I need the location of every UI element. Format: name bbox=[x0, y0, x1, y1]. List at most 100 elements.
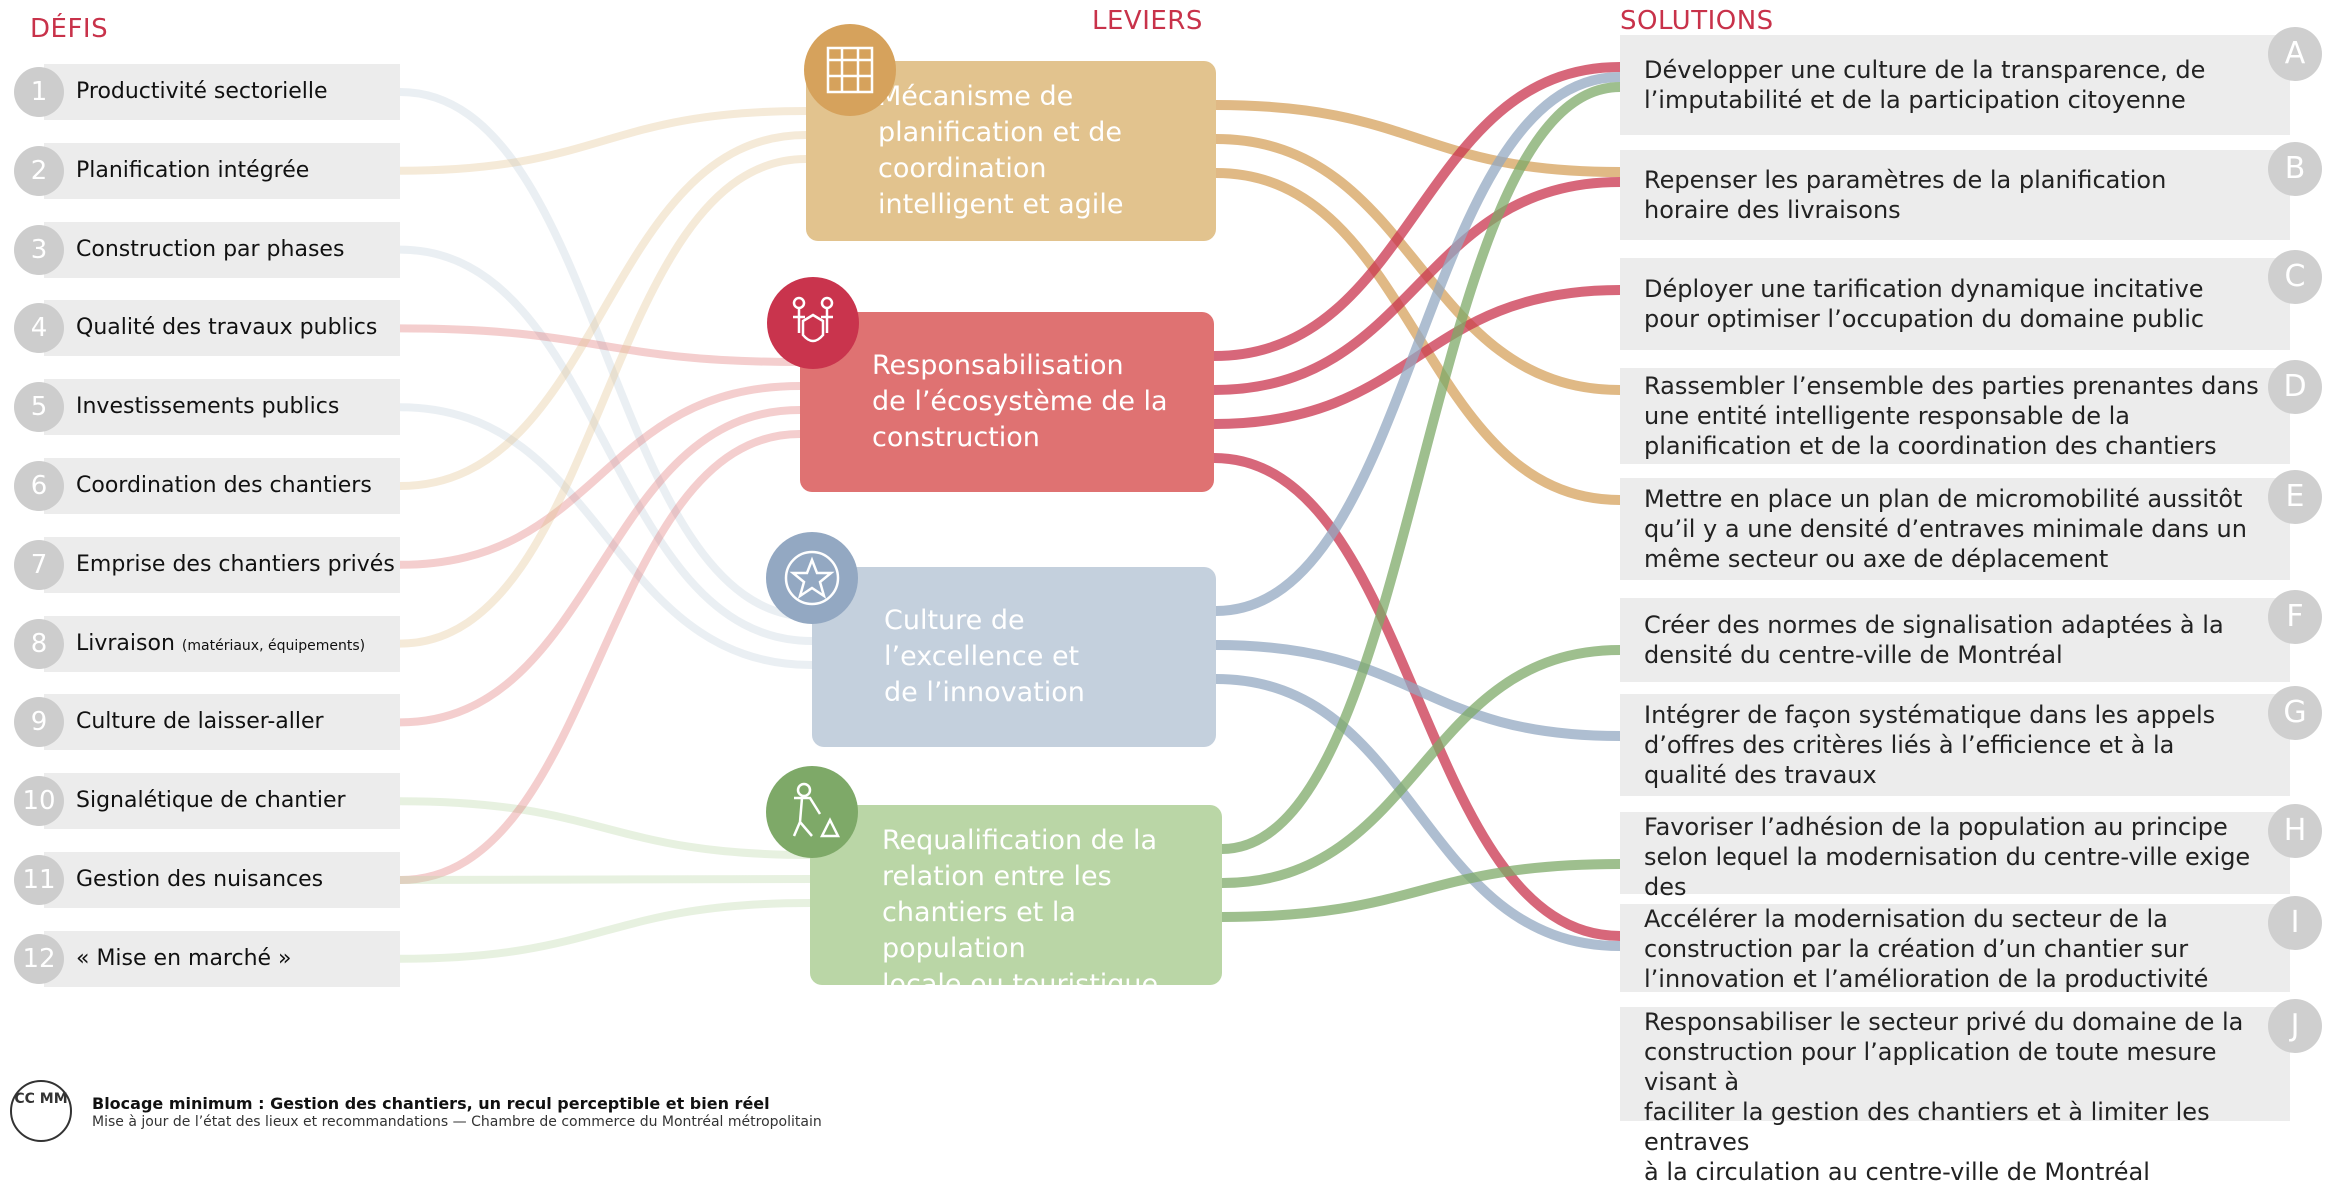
solution-line: selon lequel la modernisation du centre-… bbox=[1644, 843, 2251, 901]
levier-solution-link bbox=[1221, 82, 1621, 854]
levier-solution-link bbox=[1213, 453, 1621, 941]
defi-levier-link bbox=[399, 403, 813, 669]
defi-label: Planification intégrée bbox=[76, 157, 310, 183]
levier-line: de l’écosystème de la bbox=[872, 386, 1168, 417]
defi-levier-link bbox=[399, 324, 801, 366]
solution-text: Déployer une tarification dynamique inci… bbox=[1644, 274, 2270, 334]
defi-levier-link bbox=[399, 406, 801, 727]
defi-levier-link bbox=[399, 88, 813, 621]
levier-line: de l’innovation bbox=[884, 677, 1085, 708]
solution-text: Repenser les paramètres de la planificat… bbox=[1644, 165, 2270, 225]
solution-line: même secteur ou axe de déplacement bbox=[1644, 545, 2109, 573]
levier-line: Mécanisme de bbox=[878, 81, 1074, 112]
levier-solution-link bbox=[1215, 134, 1621, 395]
solution-box: Repenser les paramètres de la planificat… bbox=[1620, 142, 2322, 240]
solution-line: à la circulation au centre-ville de Mont… bbox=[1644, 1158, 2150, 1186]
solution-line: construction par la création d’un chanti… bbox=[1644, 935, 2189, 963]
solution-letter-badge: E bbox=[2268, 470, 2322, 524]
levier-solution-link bbox=[1213, 62, 1621, 361]
solution-line: l’imputabilité et de la participation ci… bbox=[1644, 86, 2186, 114]
defi-label: « Mise en marché » bbox=[76, 945, 292, 971]
defi-levier-link bbox=[399, 430, 801, 884]
levier-solution-link bbox=[1221, 859, 1621, 922]
levier-solution-link bbox=[1215, 72, 1621, 616]
levier-line: Responsabilisation bbox=[872, 350, 1124, 381]
defi-number: 6 bbox=[14, 461, 64, 511]
leviers-title: LEVIERS bbox=[1092, 6, 1203, 36]
solution-line: Repenser les paramètres de la planificat… bbox=[1644, 166, 2167, 194]
levier-line: planification et de bbox=[878, 117, 1123, 148]
defi-number: 12 bbox=[14, 933, 64, 984]
star-badge-icon bbox=[766, 532, 858, 624]
solution-text: Créer des normes de signalisation adapté… bbox=[1644, 610, 2270, 670]
defi-number: 2 bbox=[14, 145, 64, 196]
levier-solution-link bbox=[1215, 674, 1621, 951]
solution-box: Responsabiliser le secteur privé du doma… bbox=[1620, 999, 2322, 1186]
solution-letter-badge: F bbox=[2268, 590, 2322, 644]
defi-number: 9 bbox=[14, 697, 64, 748]
solutions-title: SOLUTIONS bbox=[1620, 6, 1774, 36]
defi-label: Qualité des travaux publics bbox=[76, 315, 378, 341]
defi-levier-link bbox=[399, 382, 801, 569]
solution-letter-badge: B bbox=[2268, 142, 2322, 196]
defi-levier-link bbox=[399, 899, 811, 963]
defi-note: (matériaux, équipements) bbox=[181, 637, 366, 654]
solution-line: Favoriser l’adhésion de la population au… bbox=[1644, 813, 2228, 841]
defis-title: DÉFIS bbox=[30, 14, 109, 44]
solution-box: Intégrer de façon systématique dans les … bbox=[1620, 686, 2322, 796]
levier-line: relation entre les bbox=[882, 861, 1112, 892]
solution-box: Rassembler l’ensemble des parties prenan… bbox=[1620, 360, 2322, 464]
people-shield-icon bbox=[767, 277, 859, 369]
levier-line: intelligent et agile bbox=[878, 189, 1124, 220]
solution-letter-badge: C bbox=[2268, 250, 2322, 304]
solution-line: qualité des travaux bbox=[1644, 761, 1877, 789]
defi-item: 6 Coordination des chantiers bbox=[14, 458, 400, 514]
defi-number: 3 bbox=[14, 224, 64, 275]
levier-line: locale ou touristique bbox=[882, 969, 1159, 1000]
defi-label: Culture de laisser-aller bbox=[76, 709, 324, 735]
defi-item: 9 Culture de laisser-aller bbox=[14, 694, 400, 751]
solution-line: pour optimiser l’occupation du domaine p… bbox=[1644, 305, 2205, 333]
defi-label: Construction par phases bbox=[76, 236, 345, 262]
defi-levier-link bbox=[399, 875, 811, 884]
solution-letter-badge: H bbox=[2268, 804, 2322, 858]
defi-levier-link bbox=[399, 131, 807, 490]
solution-box: Mettre en place un plan de micromobilité… bbox=[1620, 470, 2322, 580]
levier-solution-link bbox=[1221, 645, 1621, 888]
footer-title: Blocage minimum : Gestion des chantiers,… bbox=[92, 1094, 770, 1113]
solution-box: Déployer une tarification dynamique inci… bbox=[1620, 250, 2322, 350]
solution-text: Intégrer de façon systématique dans les … bbox=[1644, 700, 2270, 790]
defi-number: 10 bbox=[14, 776, 64, 827]
solution-line: d’offres des critères liés à l’efficienc… bbox=[1644, 731, 2175, 759]
solution-line: Développer une culture de la transparenc… bbox=[1644, 56, 2206, 84]
defi-number: 4 bbox=[14, 303, 64, 354]
defi-label: Gestion des nuisances bbox=[76, 867, 324, 892]
defi-label: Signalétique de chantier bbox=[76, 788, 346, 814]
solution-letter-badge: I bbox=[2268, 896, 2322, 950]
footer-subtitle: Mise à jour de l’état des lieux et recom… bbox=[92, 1114, 822, 1130]
solution-line: planification et de la coordination des … bbox=[1644, 432, 2217, 460]
solution-line: une entité intelligente responsable de l… bbox=[1644, 402, 2130, 430]
levier-solution-link bbox=[1213, 177, 1621, 395]
solution-box: Favoriser l’adhésion de la population au… bbox=[1620, 804, 2322, 931]
solution-box: Accélérer la modernisation du secteur de… bbox=[1620, 896, 2322, 994]
defi-label: Coordination des chantiers bbox=[76, 473, 372, 498]
solution-text: Accélérer la modernisation du secteur de… bbox=[1644, 904, 2270, 994]
levier-solution-link bbox=[1215, 640, 1621, 741]
defi-number: 5 bbox=[14, 382, 64, 433]
defi-levier-link bbox=[399, 107, 807, 175]
solution-letter-badge: J bbox=[2268, 999, 2322, 1053]
defi-number: 1 bbox=[14, 67, 64, 117]
defi-label: Emprise des chantiers privés bbox=[76, 551, 395, 577]
